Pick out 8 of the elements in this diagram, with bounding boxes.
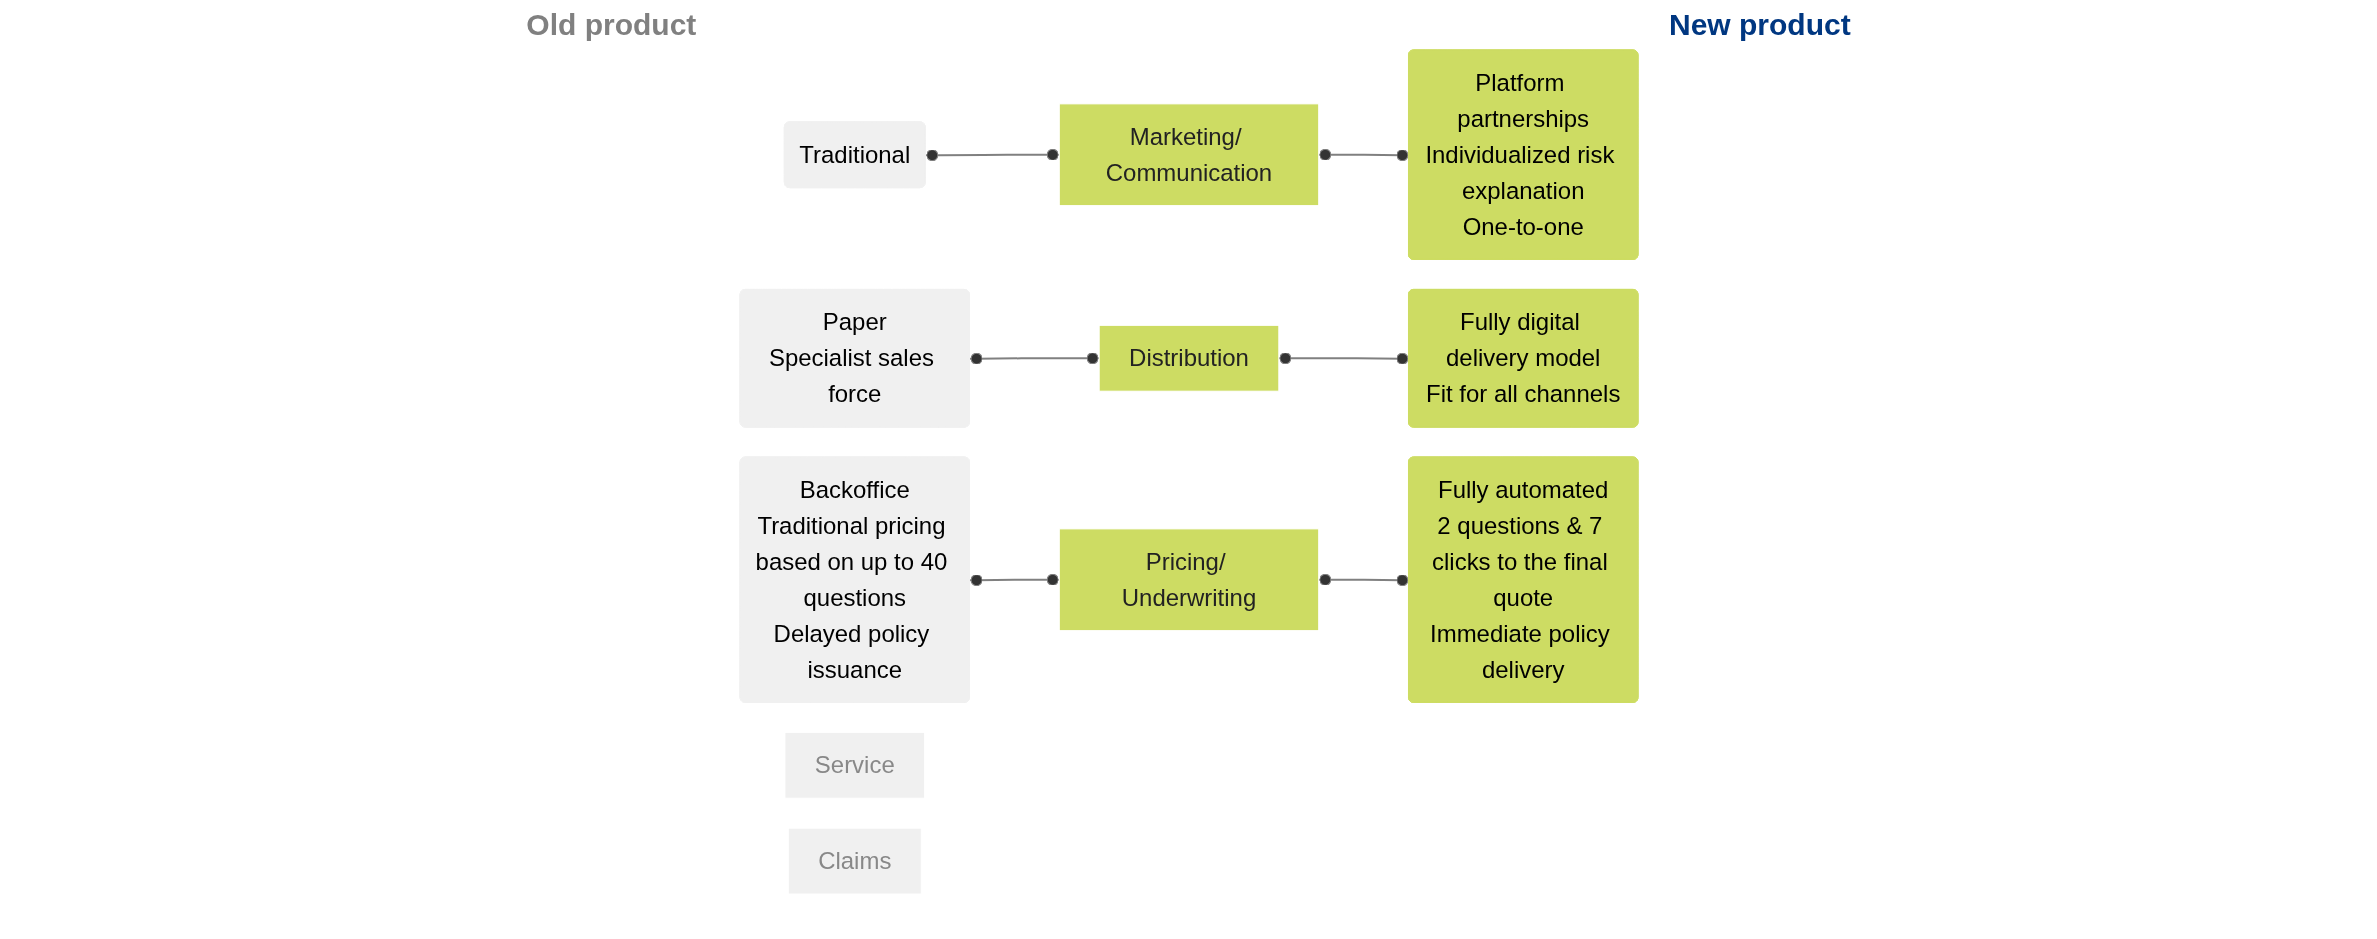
column-heading: Old product bbox=[526, 8, 697, 42]
connector bbox=[968, 352, 1100, 365]
node-box: Distribution bbox=[1098, 324, 1279, 392]
node-box: Marketing/ Communication bbox=[1058, 103, 1319, 207]
connector bbox=[924, 148, 1060, 162]
column-heading: New product bbox=[1669, 8, 1851, 42]
node-box: Pricing/ Underwriting bbox=[1058, 528, 1319, 632]
connector bbox=[968, 573, 1060, 587]
